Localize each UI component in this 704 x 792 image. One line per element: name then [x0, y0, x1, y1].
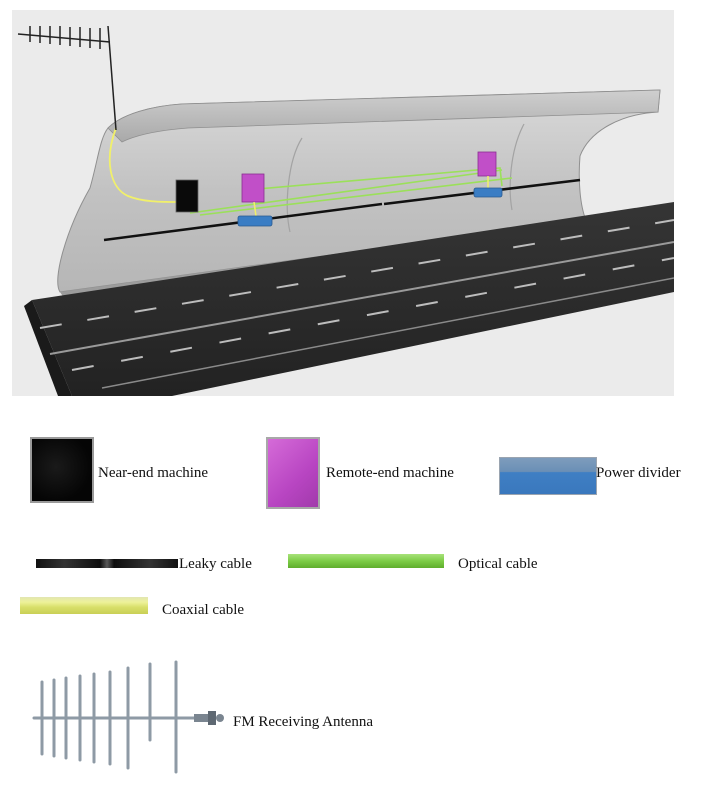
coaxial-cable-line [108, 127, 179, 203]
power-divider-label: Power divider [596, 465, 681, 481]
tunnel-scene [12, 10, 675, 396]
power-divider-box [237, 215, 273, 227]
leaky-cable-label: Leaky cable [179, 556, 252, 572]
coaxial-cable-swatch [20, 597, 148, 614]
yagi-antenna-icon [17, 25, 117, 131]
power-divider-box [473, 187, 503, 198]
near-end-machine-label: Near-end machine [98, 465, 209, 481]
remote-end-machine-box [477, 151, 497, 177]
near-end-machine-swatch [30, 437, 94, 503]
optical-cable-line [189, 167, 513, 216]
coaxial-cable-label: Coaxial cable [162, 602, 245, 618]
optical-cable-label: Optical cable [458, 556, 538, 572]
road [24, 202, 675, 396]
leaky-cable-swatch [36, 559, 178, 568]
power-divider-swatch [499, 457, 597, 495]
fm-antenna-icon [32, 660, 224, 774]
remote-end-machine-label: Remote-end machine [326, 465, 454, 481]
near-end-machine-box [175, 179, 199, 213]
fm-antenna-label: FM Receiving Antenna [233, 714, 373, 730]
remote-end-machine-box [241, 173, 265, 203]
optical-cable-swatch [288, 554, 444, 568]
remote-end-machine-swatch [266, 437, 320, 509]
tunnel-illustration [17, 25, 675, 396]
